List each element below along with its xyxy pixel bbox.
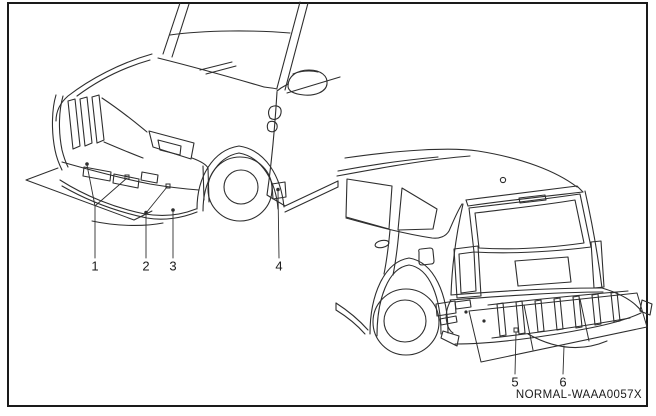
callout-label-4: 4	[275, 258, 283, 274]
rear-callout-leaders	[514, 332, 565, 375]
callout-label-5: 5	[511, 374, 519, 390]
front-detection-plane	[25, 167, 153, 221]
rear-detection-plane	[468, 292, 648, 363]
front-sensor-1b-marker	[124, 174, 130, 180]
callout-label-2: 2	[142, 258, 150, 274]
rear-sensor-5-marker	[513, 327, 519, 333]
rear-sensor-corner-marker-a	[464, 310, 468, 314]
front-sensor-2-marker	[144, 210, 148, 215]
front-sensor-1-marker	[85, 162, 89, 166]
rear-vehicle-illustration	[335, 148, 653, 356]
front-sensor-3-marker	[171, 208, 175, 212]
callout-label-1: 1	[91, 258, 99, 274]
figure-code-caption: NORMAL-WAAA0057X	[515, 389, 642, 401]
front-callout-leaders	[86, 164, 280, 259]
rear-sensor-corner-marker-b	[482, 319, 486, 323]
front-vehicle-illustration	[51, 1, 341, 227]
side-mirror	[276, 69, 328, 96]
callout-label-3: 3	[169, 258, 177, 274]
figure-border	[7, 2, 648, 407]
front-sensor-4-marker	[276, 187, 280, 192]
callout-label-6: 6	[559, 374, 567, 390]
front-sensor-2b-marker	[165, 183, 171, 189]
